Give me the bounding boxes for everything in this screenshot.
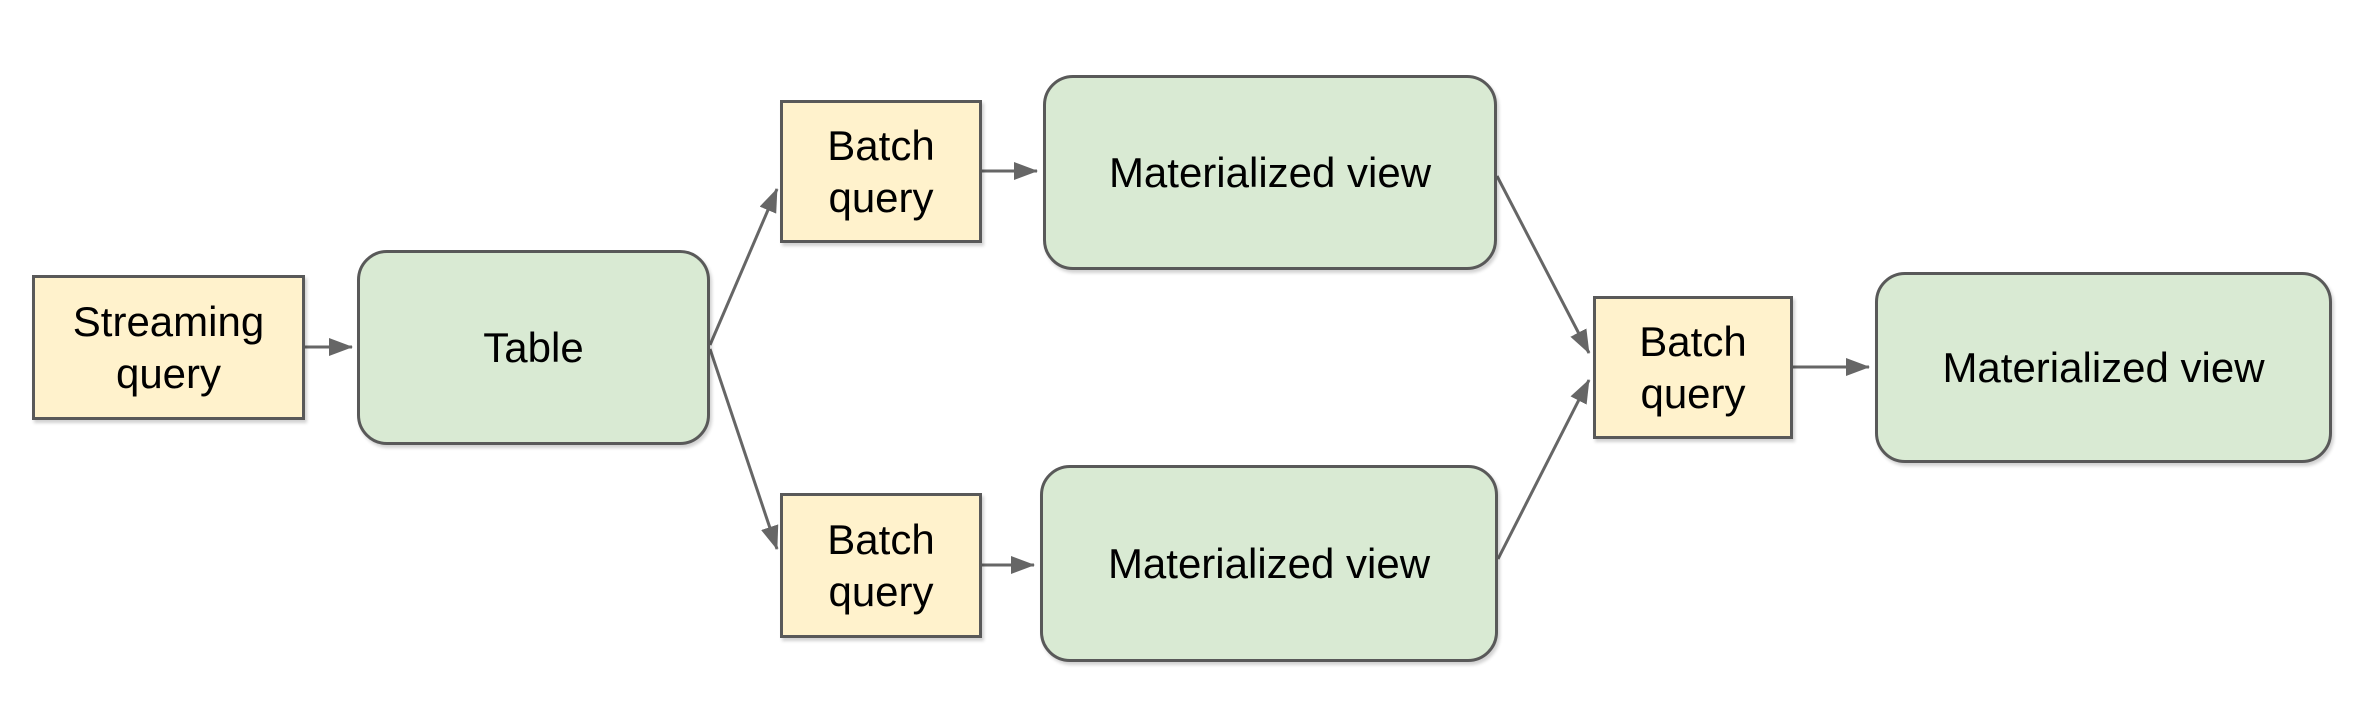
- node-table: Table: [357, 250, 710, 445]
- node-streaming-query: Streaming query: [32, 275, 305, 420]
- arrow-table-to-batch-bottom: [708, 348, 779, 550]
- arrow-table-to-batch-top: [708, 188, 779, 346]
- node-batch-query-bottom: Batch query: [780, 493, 982, 638]
- node-batch-query-bottom-label: Batch query: [827, 516, 935, 615]
- arrow-mv-top-to-batch-center: [1495, 175, 1591, 354]
- arrow-mv-bottom-to-batch-center: [1496, 379, 1591, 560]
- node-streaming-query-label: Streaming query: [72, 298, 265, 397]
- node-materialized-view-right-label: Materialized view: [1942, 343, 2265, 391]
- node-table-label: Table: [483, 323, 584, 371]
- node-materialized-view-top: Materialized view: [1043, 75, 1497, 270]
- node-materialized-view-top-label: Materialized view: [1108, 148, 1432, 196]
- node-batch-query-center: Batch query: [1593, 296, 1793, 439]
- node-materialized-view-bottom: Materialized view: [1040, 465, 1498, 662]
- node-batch-query-center-label: Batch query: [1639, 318, 1747, 417]
- node-materialized-view-bottom-label: Materialized view: [1107, 539, 1431, 587]
- node-batch-query-top-label: Batch query: [827, 122, 935, 221]
- node-materialized-view-right: Materialized view: [1875, 272, 2332, 463]
- node-batch-query-top: Batch query: [780, 100, 982, 243]
